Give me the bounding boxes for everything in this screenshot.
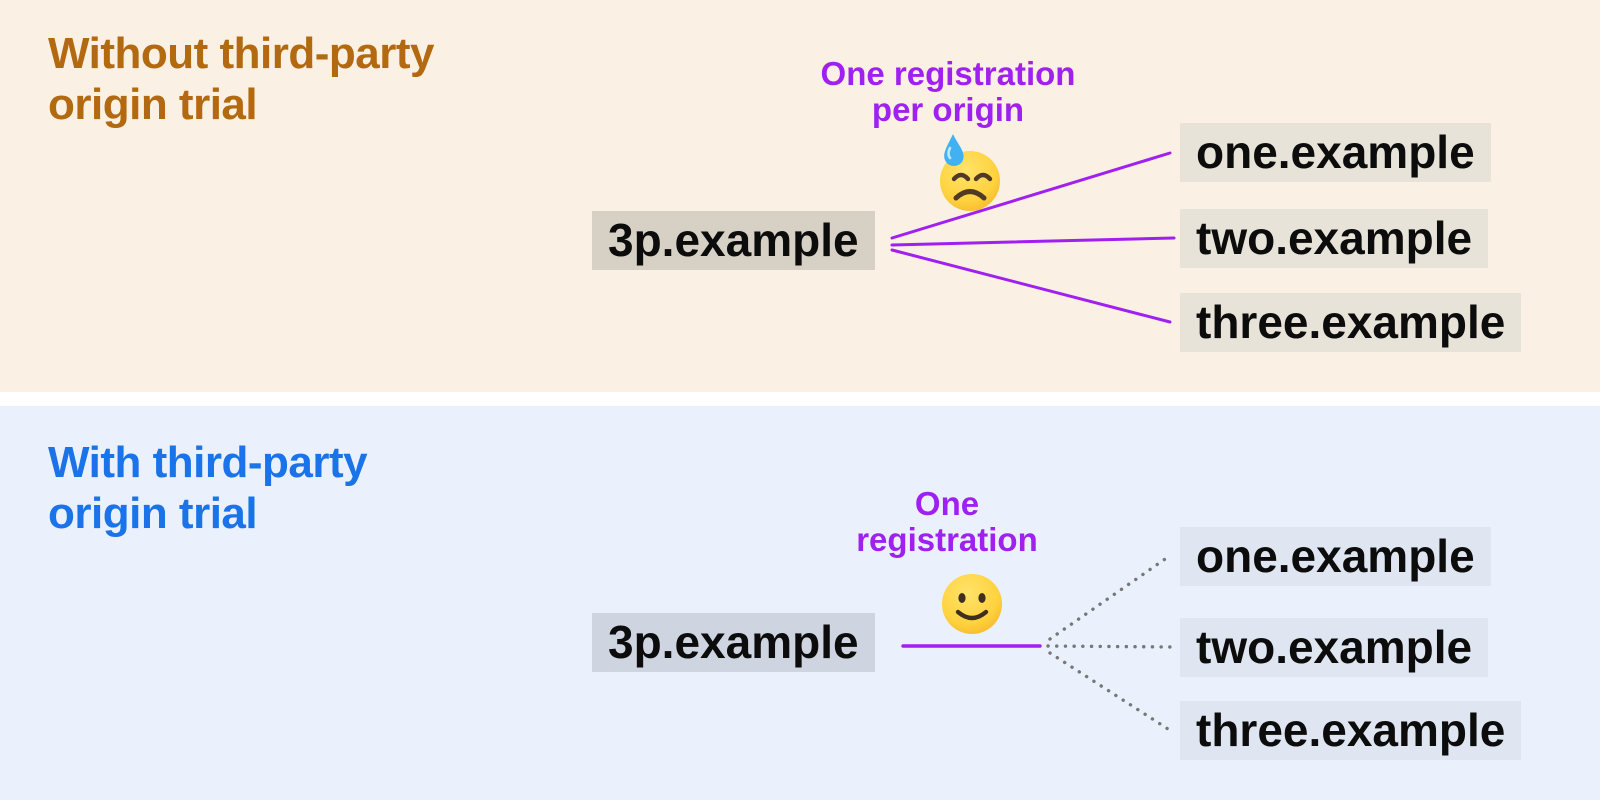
downcast-face-with-sweat-icon (940, 134, 1000, 211)
bottom-annotation: One registration (747, 486, 1147, 558)
bottom-title-line2: origin trial (48, 489, 258, 538)
top-target-one-example: one.example (1180, 123, 1491, 182)
bottom-target-two-example: two.example (1180, 618, 1489, 677)
bottom-source-domain: 3p.example (592, 613, 875, 672)
bottom-target-one-example: one.example (1180, 527, 1491, 586)
bottom-title-line1: With third-party (48, 438, 368, 487)
top-annotation: One registration per origin (748, 56, 1148, 128)
top-annotation-line1: One registration (820, 55, 1076, 92)
top-target-two-example: two.example (1180, 209, 1489, 268)
top-source-domain: 3p.example (592, 211, 875, 270)
top-title-line2: origin trial (48, 80, 258, 129)
slightly-smiling-face-icon (942, 574, 1002, 634)
bottom-annotation-line1: One (914, 485, 980, 522)
top-panel-title: Without third-party origin trial (48, 28, 435, 130)
top-annotation-line2: per origin (871, 91, 1025, 128)
bottom-target-three-example: three.example (1180, 701, 1522, 760)
bottom-panel-title: With third-party origin trial (48, 437, 368, 539)
bottom-annotation-line2: registration (856, 521, 1038, 558)
top-target-three-example: three.example (1180, 293, 1522, 352)
top-title-line1: Without third-party (48, 29, 435, 78)
